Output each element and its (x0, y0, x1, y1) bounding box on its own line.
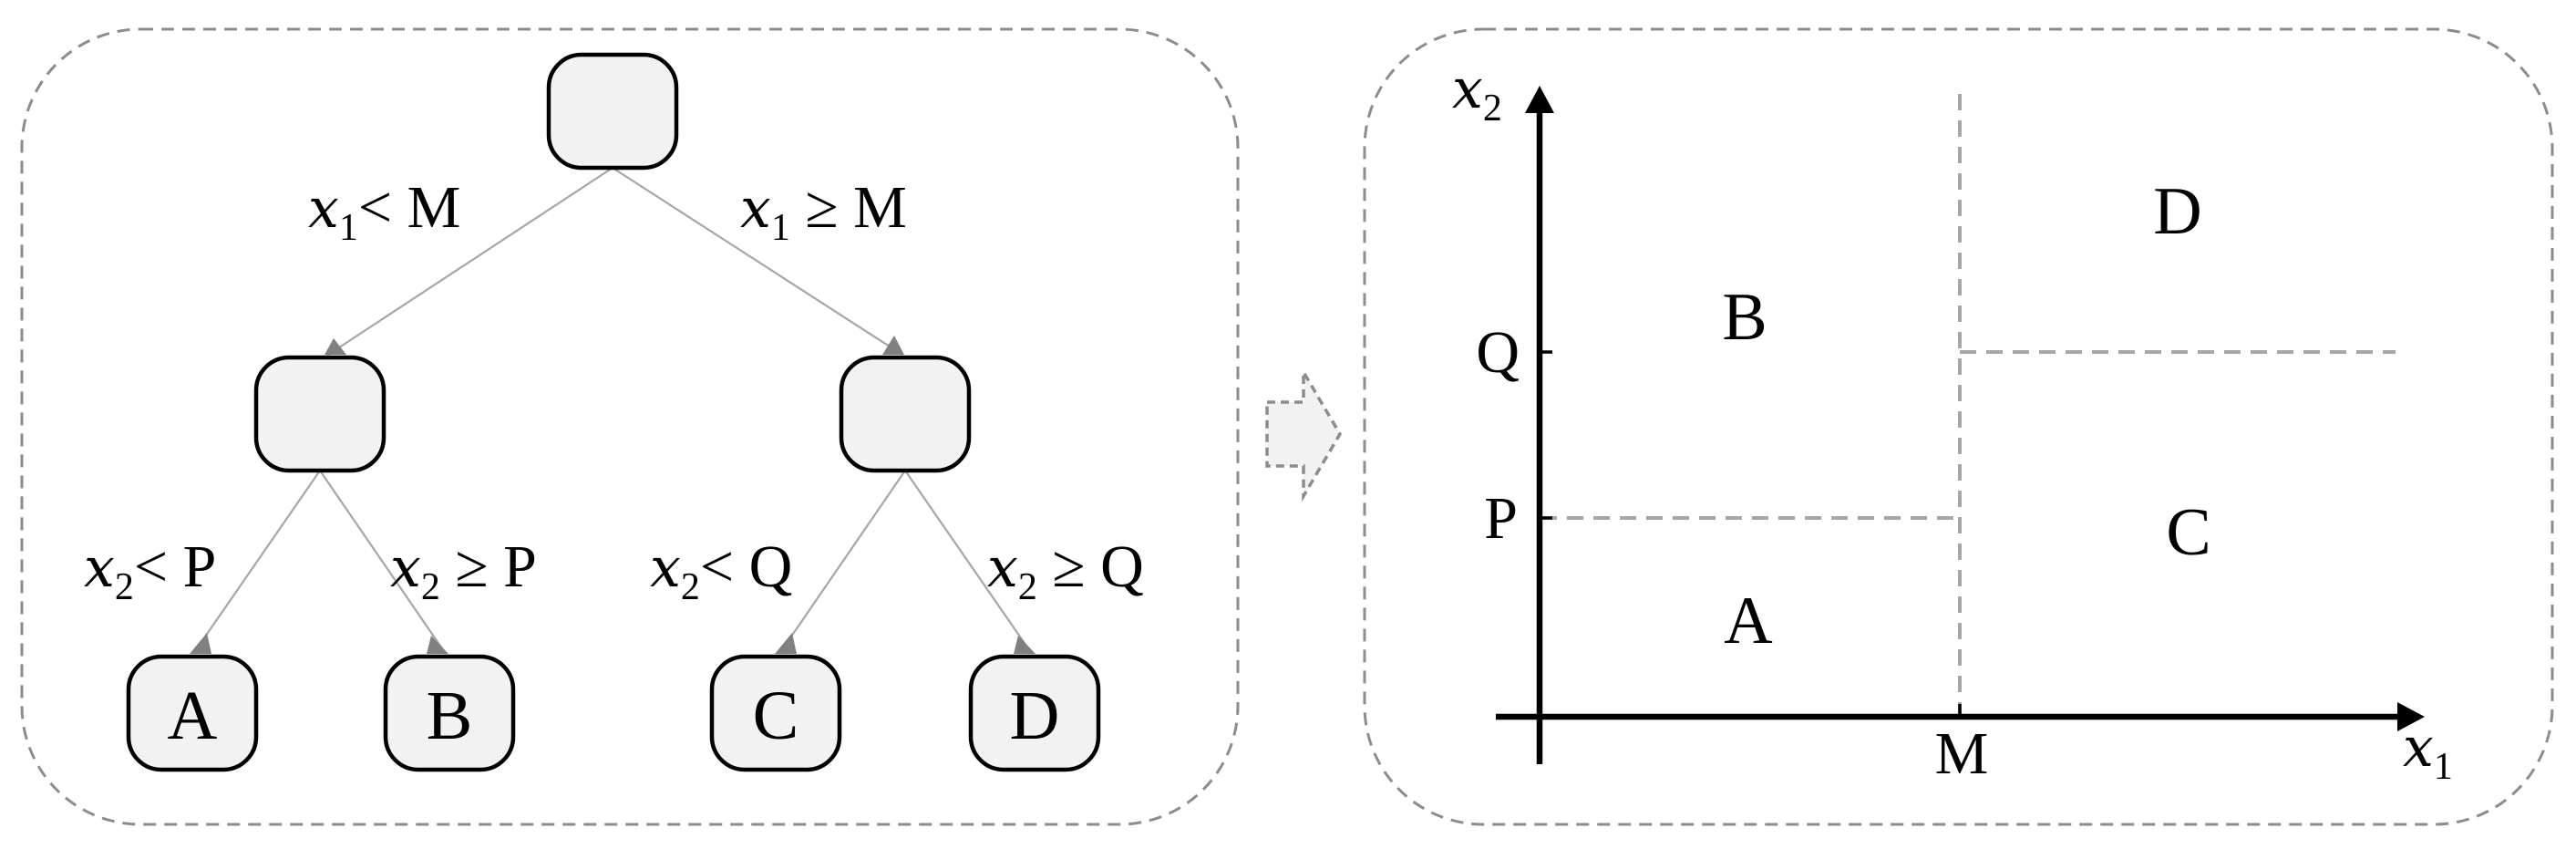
arrowhead-d (1014, 636, 1036, 654)
edge-root-left (327, 167, 613, 356)
leaf-node-d (968, 654, 1101, 772)
arrowhead-left (325, 338, 346, 355)
leaf-label-b: B (427, 678, 473, 754)
arrowhead-b (427, 636, 448, 654)
split-label-right-right: x2 ≥ Q (987, 533, 1144, 608)
split-label-root-right: x1 ≥ M (740, 174, 907, 249)
arrowhead-c (775, 633, 797, 654)
partition-panel: M Q P x2 x1 D B C A (1363, 27, 2554, 826)
tree-panel-frame (20, 27, 1240, 826)
region-label-b: B (1722, 280, 1767, 355)
split-label-root-left: x1< M (308, 174, 460, 249)
tick-label-q: Q (1476, 319, 1520, 386)
hollow-right-arrow-icon (1265, 366, 1343, 502)
leaf-node-c (709, 654, 842, 772)
edge-right-d (904, 470, 1033, 655)
right-internal-node (839, 355, 972, 473)
leaf-node-b (383, 654, 516, 772)
arrowhead-a (190, 633, 211, 654)
edge-left-a (192, 470, 321, 655)
edge-root-right (612, 167, 903, 356)
tick-label-m: M (1935, 720, 1989, 787)
leaf-label-a: A (168, 678, 218, 754)
split-label-left-left: x2< P (84, 533, 216, 608)
x1-axis-arrowhead (2397, 702, 2425, 731)
split-label-left-right: x2 ≥ P (390, 533, 537, 608)
region-label-c: C (2166, 495, 2210, 570)
y-axis-label: x2 (1452, 57, 1502, 129)
tree-panel: A B C D x1< M x1 ≥ M x2< P x2 ≥ P x2< Q … (20, 27, 1240, 826)
leaf-label-c: C (753, 678, 799, 754)
arrowhead-right (882, 336, 904, 355)
leaf-label-d: D (1010, 678, 1060, 754)
x2-axis-arrowhead (1525, 86, 1554, 113)
region-label-d: D (2153, 174, 2201, 249)
x-axis-label: x1 (2403, 716, 2453, 788)
left-internal-node (253, 355, 386, 473)
root-node (546, 52, 679, 171)
tick-label-p: P (1484, 485, 1518, 552)
split-label-right-left: x2< Q (650, 533, 792, 608)
edge-right-c (778, 470, 906, 655)
leaf-node-a (126, 654, 259, 772)
edge-left-b (319, 470, 447, 655)
region-label-a: A (1724, 584, 1772, 658)
